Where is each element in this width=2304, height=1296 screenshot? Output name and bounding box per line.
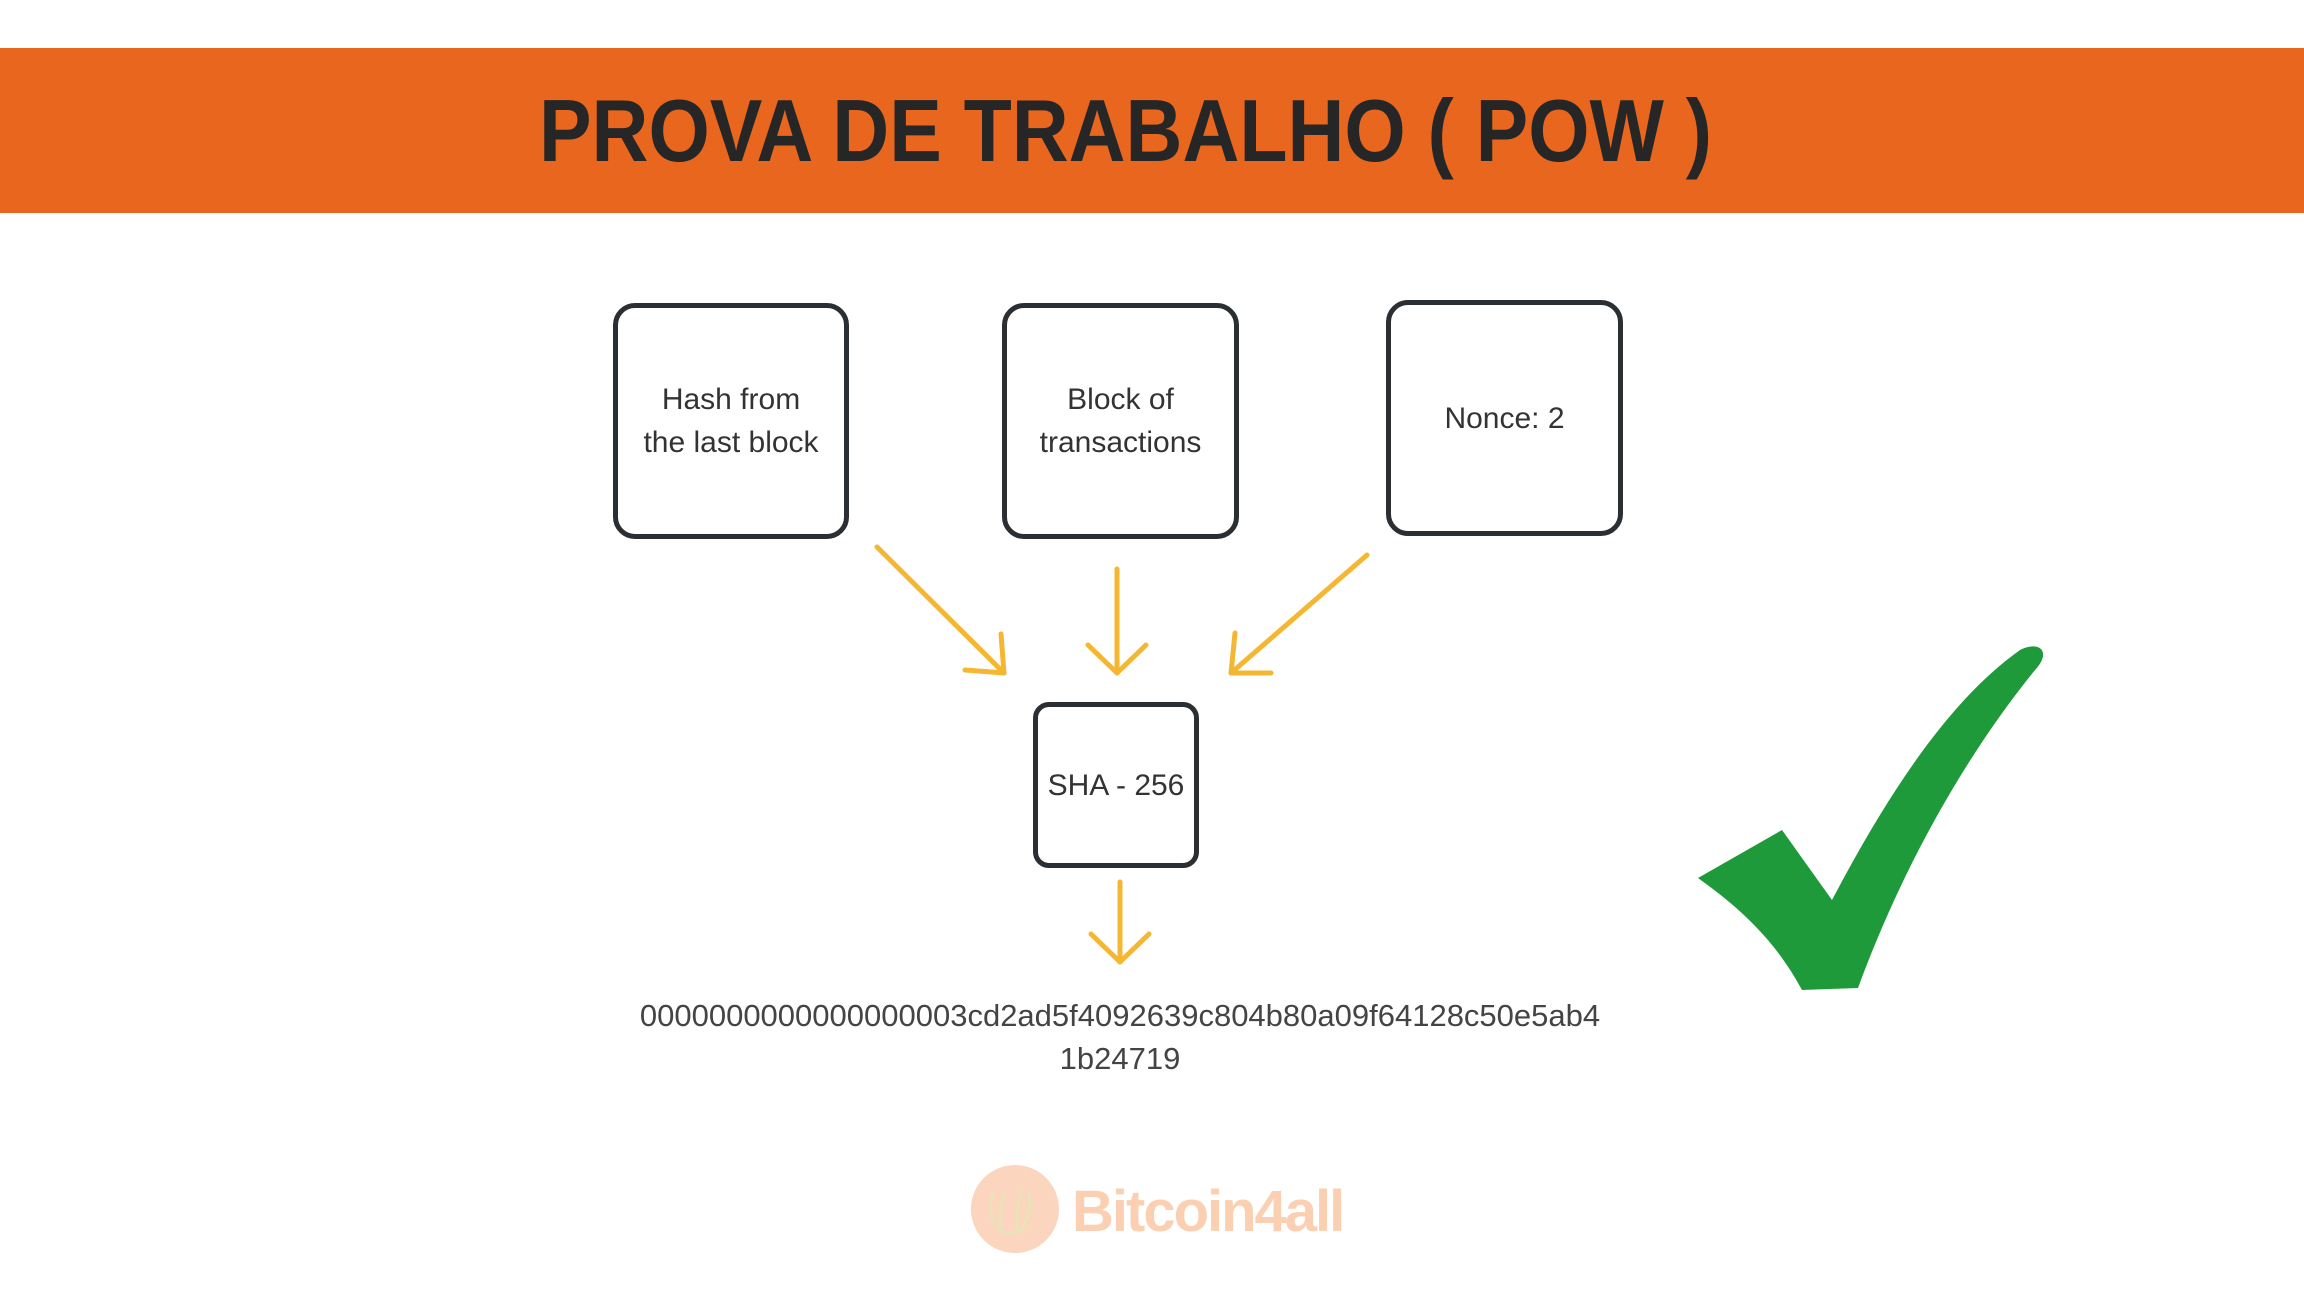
- output-hash-line2: 1b24719: [1059, 1041, 1181, 1076]
- box-label: SHA - 256: [1047, 768, 1185, 802]
- page-title: PROVA DE TRABALHO ( POW ): [539, 81, 1712, 180]
- box-label: transactions: [1039, 426, 1202, 459]
- input-box-previous-hash: Hash from the last block: [613, 303, 849, 539]
- arrow-from-nonce: [1228, 552, 1370, 676]
- logo-icon: [971, 1165, 1059, 1253]
- arrow-to-output: [1088, 879, 1152, 965]
- input-box-transactions: Block of transactions: [1002, 303, 1239, 539]
- logo-text: Bitcoin4all: [1072, 1179, 1345, 1244]
- box-label: Nonce: 2: [1444, 401, 1565, 435]
- title-svg: PROVA DE TRABALHO ( POW ): [539, 81, 1712, 180]
- box-label: Block of: [1067, 383, 1174, 416]
- arrow-from-transactions: [1085, 566, 1149, 676]
- box-label: Hash from: [661, 383, 801, 416]
- sha256-box: SHA - 256: [1033, 702, 1199, 868]
- box-label: the last block: [643, 426, 819, 459]
- title-banner: PROVA DE TRABALHO ( POW ): [0, 48, 2304, 213]
- input-box-nonce: Nonce: 2: [1386, 300, 1623, 536]
- checkmark-icon: [1698, 646, 2044, 990]
- arrow-from-hash: [874, 544, 1007, 676]
- output-hash-line1: 0000000000000000003cd2ad5f4092639c804b80…: [639, 998, 1601, 1033]
